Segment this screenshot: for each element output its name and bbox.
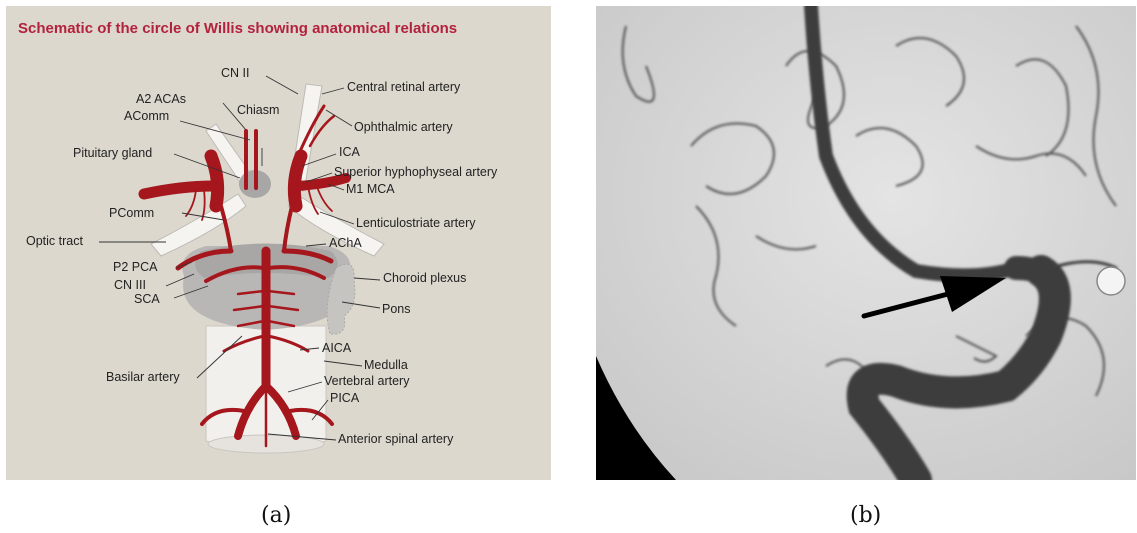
- label-ophthalmic-artery: Ophthalmic artery: [354, 120, 453, 134]
- label-lenticulostriate-artery: Lenticulostriate artery: [356, 216, 476, 230]
- label-optic-tract: Optic tract: [26, 234, 83, 248]
- label-pica: PICA: [330, 391, 359, 405]
- label-aica: AICA: [322, 341, 351, 355]
- label-acha: AChA: [329, 236, 362, 250]
- label-medulla: Medulla: [364, 358, 408, 372]
- circle-of-willis-illustration: [6, 6, 551, 480]
- label-anterior-spinal-artery: Anterior spinal artery: [338, 432, 453, 446]
- label-a2-acas: A2 ACAs: [136, 92, 186, 106]
- caption-a: (a): [261, 503, 291, 528]
- label-chiasm: Chiasm: [237, 103, 279, 117]
- label-choroid-plexus: Choroid plexus: [383, 271, 466, 285]
- label-basilar-artery: Basilar artery: [106, 370, 180, 384]
- label-m1-mca: M1 MCA: [346, 182, 395, 196]
- label-pituitary-gland: Pituitary gland: [73, 146, 152, 160]
- label-cn-ii: CN II: [221, 66, 249, 80]
- label-vertebral-artery: Vertebral artery: [324, 374, 409, 388]
- schematic-panel: Schematic of the circle of Willis showin…: [6, 6, 551, 480]
- label-ica: ICA: [339, 145, 360, 159]
- label-cn-iii: CN III: [114, 278, 146, 292]
- label-pcomm: PComm: [109, 206, 154, 220]
- label-p2-pca: P2 PCA: [113, 260, 157, 274]
- label-sca: SCA: [134, 292, 160, 306]
- caption-b: (b): [850, 503, 881, 528]
- label-central-retinal-artery: Central retinal artery: [347, 80, 460, 94]
- angiogram-image: [596, 6, 1136, 480]
- label-superior-hypophyseal-artery: Superior hyphophyseal artery: [334, 165, 497, 179]
- label-acomm: AComm: [124, 109, 169, 123]
- label-pons: Pons: [382, 302, 411, 316]
- angiogram-panel: [596, 6, 1136, 480]
